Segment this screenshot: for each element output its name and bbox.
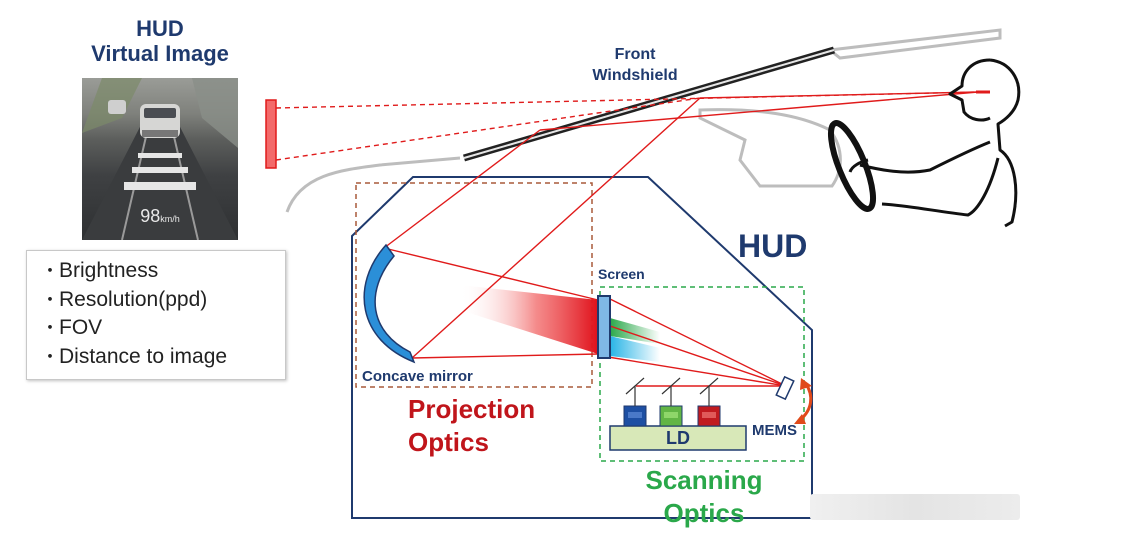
blue-beam — [610, 336, 660, 362]
feature-item: FOV — [41, 314, 285, 343]
screen-label: Screen — [598, 266, 645, 282]
lead-car-window — [144, 108, 176, 118]
mems-mirror — [775, 375, 795, 401]
hud-road-photo: 98km/h — [82, 78, 238, 240]
side-car — [108, 100, 126, 114]
green-beam — [610, 318, 660, 344]
projection-optics-box — [355, 182, 593, 388]
driver-silhouette — [848, 58, 1021, 228]
mems-arrow-head-bottom — [794, 414, 806, 424]
roadside-wall — [192, 78, 238, 148]
hud-virtual-image-title: HUD Virtual Image — [60, 16, 260, 66]
hud-chevron-1 — [138, 153, 182, 158]
light-rays — [275, 91, 979, 387]
watermark-blur — [810, 494, 1020, 520]
mems-arrow-head-top — [800, 378, 812, 390]
scanning-optics-label: Scanning Optics — [634, 464, 774, 530]
dashboard-outline — [698, 108, 842, 188]
projection-optics-label: Projection Optics — [408, 393, 535, 459]
projection-optics-line2: Optics — [408, 427, 489, 457]
laser-blue-diode — [623, 405, 647, 427]
front-windshield-line2: Windshield — [592, 67, 678, 84]
front-windshield-line1: Front — [614, 46, 656, 63]
projection-beam — [460, 285, 598, 354]
lead-car-bumper — [142, 130, 178, 137]
hud-label: HUD — [738, 228, 808, 264]
roof-outline — [826, 28, 1002, 60]
combiner-mirrors — [625, 377, 719, 406]
speed-readout: 98km/h — [82, 206, 238, 227]
hud-chevron-2 — [132, 167, 188, 173]
feature-item: Resolution(ppd) — [41, 286, 285, 315]
feature-item: Brightness — [41, 257, 285, 286]
laser-red-diode — [697, 405, 721, 427]
hud-chevron-3 — [124, 182, 196, 190]
scanning-optics-box — [599, 286, 805, 462]
hood-outline — [285, 156, 461, 213]
ld-label: LD — [666, 428, 690, 448]
steering-wheel — [827, 120, 877, 212]
feature-list: Brightness Resolution(ppd) FOV Distance … — [27, 251, 285, 371]
front-windshield-label: Front Windshield — [560, 44, 710, 86]
road-scene — [82, 78, 238, 240]
mems-label: MEMS — [752, 422, 797, 439]
scanning-optics-line1: Scanning — [645, 465, 763, 495]
concave-mirror-label: Concave mirror — [362, 368, 473, 385]
speed-value: 98 — [140, 206, 161, 226]
laser-green-diode — [659, 405, 683, 427]
hud-housing — [351, 176, 813, 519]
feature-list-box: Brightness Resolution(ppd) FOV Distance … — [26, 250, 286, 380]
ld-block — [609, 425, 747, 451]
road-surface — [82, 123, 238, 240]
virtual-image-plane — [265, 99, 277, 169]
hud-virtual-image-line1: HUD — [136, 16, 184, 41]
screen — [597, 295, 611, 359]
concave-mirror — [363, 243, 416, 364]
speed-unit: km/h — [160, 214, 180, 224]
feature-item: Distance to image — [41, 343, 285, 372]
hud-virtual-image-line2: Virtual Image — [91, 41, 229, 66]
projection-optics-line1: Projection — [408, 394, 536, 424]
scanning-optics-line2: Optics — [663, 498, 745, 528]
